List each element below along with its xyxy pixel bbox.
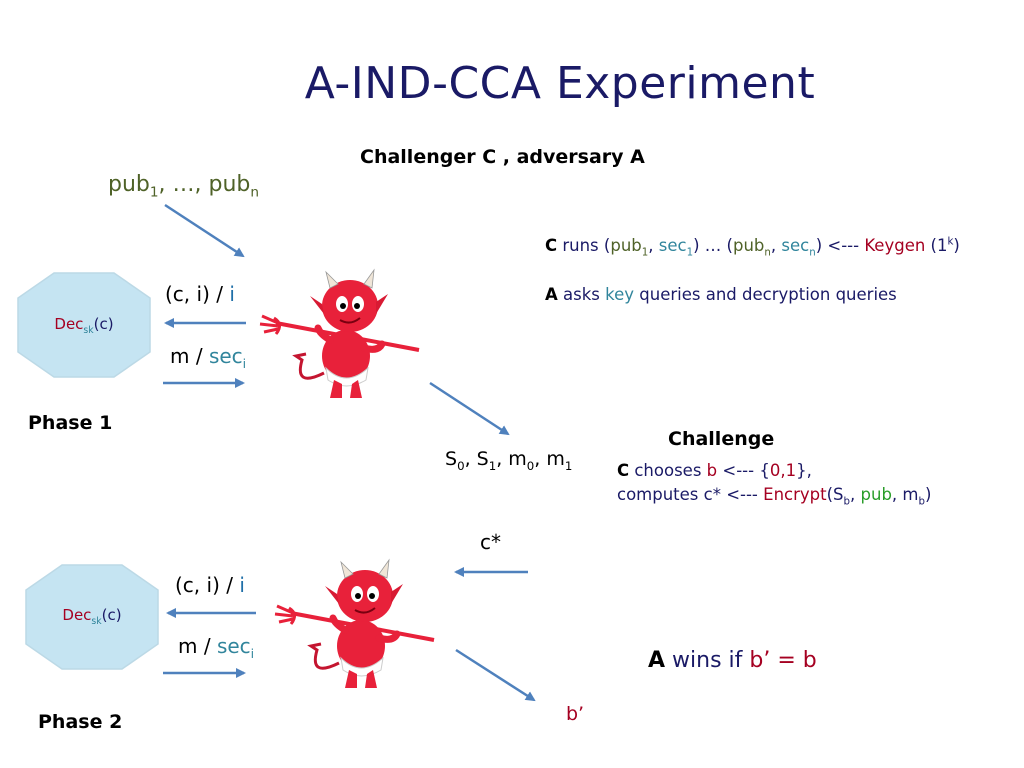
phase2-label: Phase 2 (38, 711, 123, 733)
phase1-dec-label: Decsk(c) (54, 315, 114, 336)
adversary-devil-icon-phase2 (274, 558, 435, 688)
keygen-note: C runs (pub1, sec1) … (pubn, secn) <--- … (545, 236, 960, 259)
phase2-dec-label: Decsk(c) (62, 606, 122, 627)
queries-note: A asks key queries and decryption querie… (545, 285, 897, 304)
guess-label: b’ (566, 703, 585, 725)
page-title: A-IND-CCA Experiment (304, 58, 816, 109)
guess-arrow (455, 648, 536, 702)
ciphertext-label: c* (480, 530, 501, 554)
phase1-query-label: (c, i) / i (165, 282, 235, 306)
adversary-devil-icon (259, 268, 420, 398)
win-condition: A wins if b’ = b (648, 648, 817, 673)
phase2-query-label: (c, i) / i (175, 573, 245, 597)
phase2-answer-label: m / seci (178, 634, 255, 661)
participants-label: Challenger C , adversary A (360, 146, 645, 168)
challenge-messages-label: S0, S1, m0, m1 (445, 448, 573, 473)
phase1-label: Phase 1 (28, 412, 113, 434)
phase1-answer-label: m / seci (170, 344, 247, 371)
phase2-dec-oracle (25, 564, 159, 670)
challenge-title: Challenge (668, 428, 775, 450)
challenge-line2: computes c* <--- Encrypt(Sb, pub, mb) (617, 485, 932, 508)
challenge-msg-arrow (429, 381, 510, 436)
phase1-dec-oracle (17, 272, 151, 378)
challenge-line1: C chooses b <--- {0,1}, (617, 461, 812, 480)
pubkeys-arrow (164, 203, 245, 258)
public-keys-label: pub1, …, pubn (108, 172, 260, 201)
